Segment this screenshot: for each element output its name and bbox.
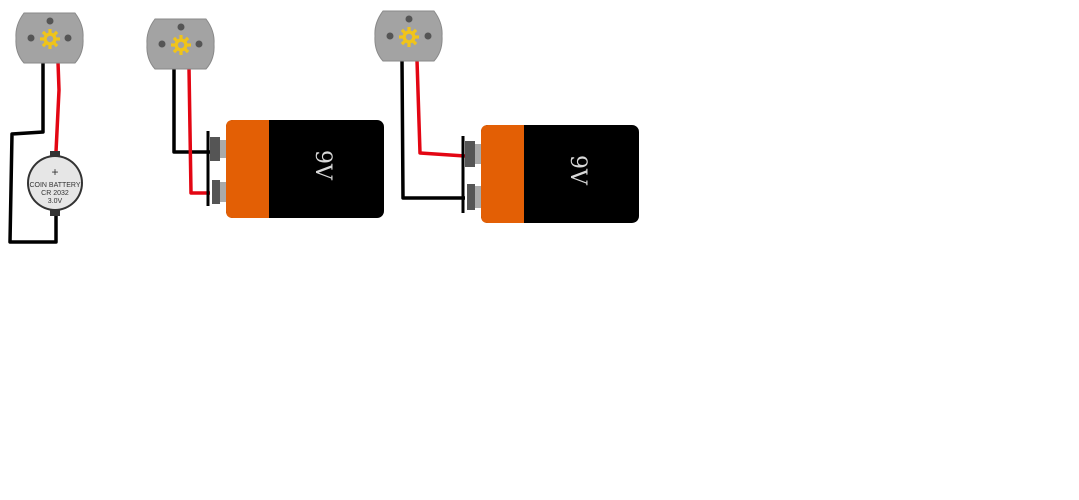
red-wire-2 xyxy=(187,67,210,195)
coin-battery-plus: + xyxy=(51,165,58,179)
dc-motor-icon xyxy=(15,12,84,64)
circuit-1: + COIN BATTERY CR 2032 3.0V xyxy=(8,12,84,244)
nine-volt-battery-icon: 9V xyxy=(206,120,384,218)
red-wire-1 xyxy=(54,61,61,153)
nine-volt-label: 9V xyxy=(310,150,335,181)
coin-battery-icon: + COIN BATTERY CR 2032 3.0V xyxy=(27,151,83,216)
coin-battery-model: CR 2032 xyxy=(41,190,69,197)
gear-icon xyxy=(399,27,419,47)
nine-volt-label: 9V xyxy=(565,155,590,186)
red-wire-3 xyxy=(415,59,466,158)
nine-volt-battery-icon: 9V xyxy=(461,125,639,223)
coin-battery-label: COIN BATTERY xyxy=(29,182,80,189)
circuit-3: 9V xyxy=(374,10,639,223)
black-wire-3 xyxy=(400,59,465,200)
coin-battery-voltage: 3.0V xyxy=(48,198,63,205)
black-wire-2 xyxy=(172,68,210,154)
gear-icon xyxy=(171,35,191,55)
circuit-2: 9V xyxy=(146,18,384,218)
gear-icon xyxy=(40,29,60,49)
dc-motor-icon xyxy=(146,18,215,70)
black-wire-1 xyxy=(8,62,58,244)
dc-motor-icon xyxy=(374,10,443,62)
